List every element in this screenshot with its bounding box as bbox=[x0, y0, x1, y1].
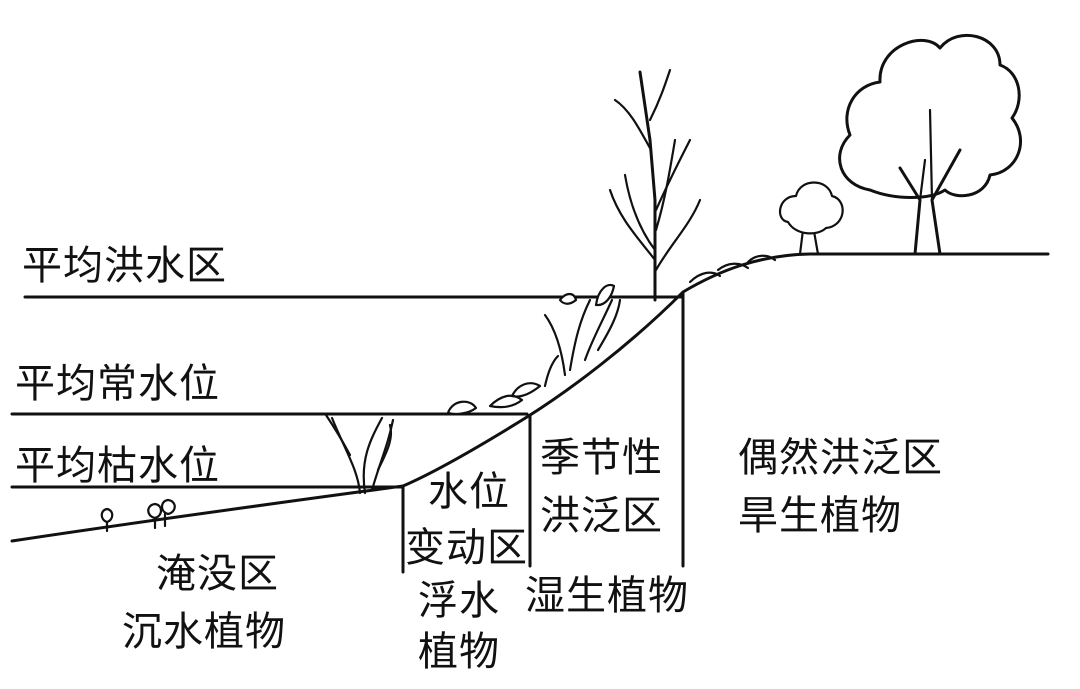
seasonal-zone-label-1: 季节性 bbox=[540, 435, 663, 481]
occasional-zone-label: 偶然洪泛区 bbox=[738, 435, 943, 481]
large-tree-icon bbox=[838, 33, 1022, 256]
fluctuation-zone-label-1: 水位 bbox=[428, 469, 510, 515]
mean-flood-label: 平均洪水区 bbox=[22, 243, 227, 289]
fluctuation-zone-label-2: 变动区 bbox=[405, 525, 528, 571]
floating-plants-label-1: 浮水 bbox=[418, 578, 500, 624]
seasonal-zone-label-2: 洪泛区 bbox=[540, 493, 663, 539]
bare-tree-icon bbox=[608, 68, 702, 302]
small-tree-icon bbox=[778, 181, 844, 256]
submerged-plants-label: 沉水植物 bbox=[122, 609, 286, 655]
wetland-plant-icon bbox=[446, 283, 622, 416]
floating-plant-shrub-icon bbox=[324, 413, 395, 495]
submerged-plant-icon bbox=[100, 507, 114, 533]
floating-plants-label-2: 植物 bbox=[418, 629, 500, 675]
dryland-plants-label: 旱生植物 bbox=[738, 493, 902, 539]
mean-low-label: 平均枯水位 bbox=[15, 443, 220, 489]
submerged-zone-label: 淹没区 bbox=[156, 551, 279, 597]
bank-profile bbox=[10, 252, 1050, 543]
mean-normal-label: 平均常水位 bbox=[15, 361, 220, 407]
grass-tuft-icon bbox=[688, 254, 777, 284]
wetland-plants-label: 湿生植物 bbox=[525, 573, 689, 619]
submerged-plant-cluster-icon bbox=[147, 498, 176, 530]
